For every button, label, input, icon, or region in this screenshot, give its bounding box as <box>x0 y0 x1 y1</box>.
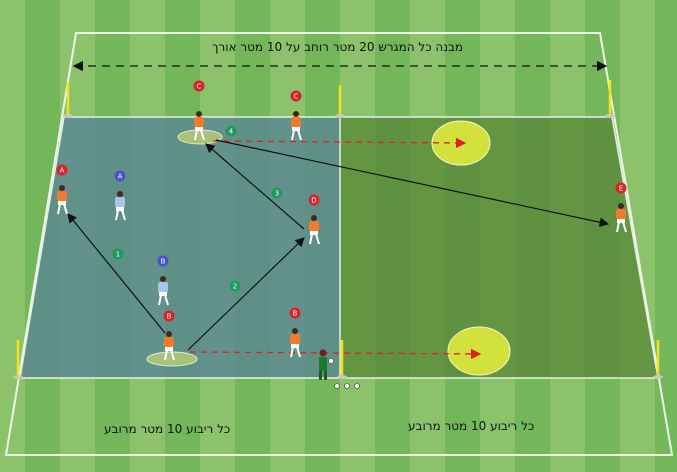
player-label-badge <box>290 90 302 102</box>
pass-step-badge <box>271 187 283 199</box>
player-label: D <box>311 197 316 205</box>
player-label-badge <box>157 255 169 267</box>
target-zone-top <box>431 120 491 166</box>
grass-stripe <box>0 0 25 472</box>
pass-step-number: 4 <box>229 128 234 136</box>
player-label-badge <box>114 170 126 182</box>
pass-1-arrow <box>67 213 166 334</box>
marker-pole <box>653 340 663 379</box>
marker-pole <box>63 82 73 118</box>
player-label: C <box>197 83 202 91</box>
pass-step-badge <box>225 125 237 137</box>
player-label-badge <box>289 307 301 319</box>
left-zone <box>20 117 340 378</box>
player-label: B <box>293 310 298 318</box>
pass-step-number: 1 <box>116 251 120 259</box>
pass-3-arrow <box>205 143 305 230</box>
goalkeeper <box>319 349 334 380</box>
drill-title: מבנה כל המגרש 20 מטר רוחב על 10 מטר אורך <box>212 40 464 54</box>
run-line-top <box>212 137 467 149</box>
pass-step-badge <box>229 280 241 292</box>
player-label-badge <box>615 182 627 194</box>
pass-2-arrow <box>187 237 305 351</box>
player-attack: C <box>290 90 302 141</box>
target-zone-bottom <box>447 326 511 376</box>
player-label-badge <box>193 80 205 92</box>
player-attack: C <box>193 80 205 141</box>
marker-pole <box>335 85 345 118</box>
player-label: B <box>167 313 172 321</box>
player-defend: A <box>114 170 126 221</box>
left-square-caption: כל ריבוע 10 מטר מרובע <box>104 422 231 436</box>
marker-pole <box>605 80 615 118</box>
player-attack: B <box>289 307 301 358</box>
outer-boundary <box>4 32 674 456</box>
spare-balls <box>334 383 360 389</box>
player-label-badge <box>308 194 320 206</box>
player-label: B <box>161 258 166 266</box>
run-line-bottom <box>189 348 482 360</box>
marker-pole <box>337 340 347 379</box>
player-label-badge <box>163 310 175 322</box>
player-zone-c <box>177 129 223 145</box>
player-attack: E <box>615 182 627 233</box>
right-zone <box>340 117 658 378</box>
pass-step-number: 2 <box>233 283 237 291</box>
right-square-caption: כל ריבוע 10 מטר מרובע <box>408 419 535 433</box>
pass-step-badge <box>112 248 124 260</box>
player-label-badge <box>56 164 68 176</box>
pass-step-number: 3 <box>275 190 279 198</box>
player-attack: A <box>56 164 68 215</box>
player-label: A <box>118 173 123 181</box>
player-label: A <box>60 167 65 175</box>
player-label: E <box>619 185 623 193</box>
pass-4-arrow <box>215 139 610 227</box>
marker-pole <box>13 340 23 379</box>
player-label: C <box>294 93 299 101</box>
player-attack: B <box>163 310 175 361</box>
player-defend: B <box>157 255 169 306</box>
player-attack: D <box>308 194 320 245</box>
